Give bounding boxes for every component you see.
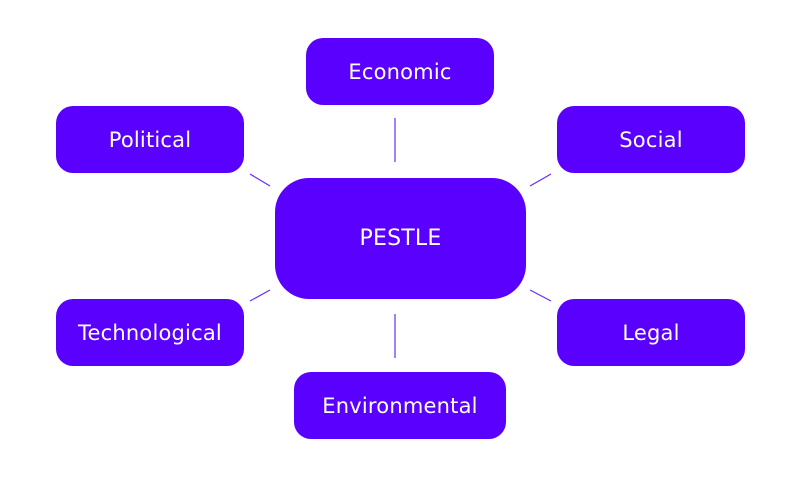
social-node: Social [557,106,745,173]
connector-political [249,173,271,187]
connector-technological [249,289,271,302]
political-node: Political [56,106,244,173]
environmental-node: Environmental [294,372,506,439]
connector-social [529,173,552,187]
connector-legal [529,289,552,302]
technological-node: Technological [56,299,244,366]
pestle-center-node: PESTLE [275,178,526,299]
economic-node: Economic [306,38,494,105]
legal-node: Legal [557,299,745,366]
